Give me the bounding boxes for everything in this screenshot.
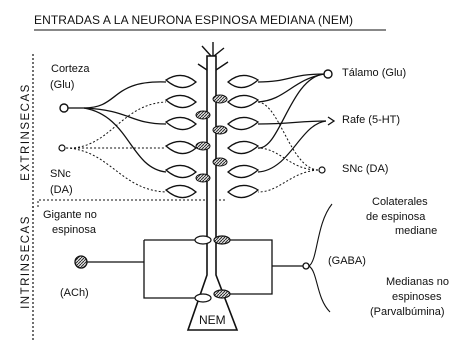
brace-lower [308,265,331,313]
page-title: ENTRADAS A LA NEURONA ESPINOSA MEDIANA (… [34,13,354,27]
intrinsic-label: INTRINSECAS [20,215,32,309]
dendritic-spines-hatched [195,94,228,183]
label-collaterals-2: de espinosa [366,211,426,223]
giant-cell-body [74,255,88,269]
raphe-axons [257,120,327,173]
gaba-inputs [213,203,333,313]
thalamus-cell-body [323,69,333,79]
right-terminals [227,74,260,199]
neuron-dendrite-soma [186,55,239,331]
cortex-axons [68,81,167,173]
label-thalamus: Tálamo (Glu) [342,67,407,79]
label-collaterals-1: Colaterales [372,196,428,208]
giant-interneuron [74,235,212,303]
mediums-spiny-neuron [186,42,239,331]
intrinsic-divider [37,199,226,207]
label-medianas-3: (Parvalbúmina) [370,306,445,318]
snc-left-axons [65,101,167,193]
giant-axon [87,239,196,299]
snc-right-axons [257,101,319,193]
label-giant-2: espinosa [52,224,97,236]
label-snc-right: SNc (DA) [342,163,389,175]
brace-upper [308,203,333,267]
raphe-terminal [327,116,336,126]
label-nem-soma: NEM [199,313,226,327]
snc-left-cell-body [58,144,66,152]
label-collaterals-3: mediane [395,225,438,237]
cortex-cell-body [59,103,69,113]
label-medianas-2: espinoses [392,291,442,303]
label-cortex: Corteza [51,63,90,75]
label-snc-left-nt: (DA) [50,184,73,196]
label-medianas-1: Medianas no [386,276,449,288]
left-terminals [164,74,197,199]
label-giant: Gigante no [43,209,97,221]
label-cortex-nt: (Glu) [50,79,75,91]
extrinsic-label: EXTRINSECAS [20,83,32,181]
label-snc-left: SNc [50,168,71,180]
snc-right-cell-body [318,166,326,174]
thalamus-axons [257,73,325,149]
label-gaba: (GABA) [328,255,366,267]
label-raphe: Rafe (5-HT) [342,114,401,126]
dendrite-spines [197,42,229,71]
label-giant-nt: (ACh) [60,287,89,299]
